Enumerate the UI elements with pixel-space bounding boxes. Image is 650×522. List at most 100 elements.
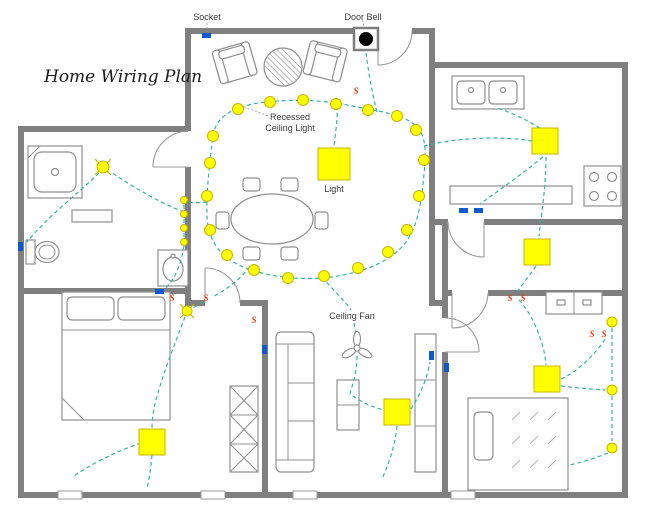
recessed-light-icon (418, 154, 430, 166)
switch-icon: S (353, 86, 358, 96)
sofa (275, 331, 315, 473)
socket-icon (18, 242, 23, 251)
recessed-light-icon (382, 246, 394, 258)
leader-line (361, 19, 366, 29)
socket-icon (429, 351, 434, 360)
page-title: Home Wiring Plan (43, 67, 202, 87)
recessed-light-icon (330, 98, 342, 110)
switch-icon: S (169, 293, 174, 303)
wire (333, 105, 338, 149)
label-recessed-ceiling-light-line2: Ceiling Light (265, 123, 315, 133)
wire (496, 107, 541, 129)
label-ceiling-fan: Ceiling Fan (329, 311, 375, 321)
door-arc (451, 292, 489, 329)
window (450, 490, 476, 500)
label-recessed-ceiling-light-line1: Recessed (270, 112, 310, 122)
recessed-light-icon (413, 190, 425, 202)
wire (146, 454, 153, 490)
recessed-light-icon (318, 270, 330, 282)
wire (211, 266, 251, 298)
light-icon (533, 365, 561, 393)
wire (560, 337, 607, 380)
recessed-light-icon (264, 96, 276, 108)
wire (479, 156, 544, 205)
door-arc (204, 267, 241, 304)
recessed-light-icon (180, 196, 188, 204)
wire (26, 172, 100, 243)
bed (61, 291, 171, 421)
wire (165, 245, 185, 289)
door-arc (152, 130, 189, 168)
wire (518, 299, 547, 366)
switch-icon: S (203, 293, 208, 303)
wire (423, 137, 533, 147)
door-bell-icon (352, 26, 380, 52)
rug (263, 47, 303, 87)
wire-ceiling-loop (206, 99, 426, 280)
socket-icon (444, 363, 449, 372)
wardrobe (229, 385, 259, 473)
recessed-light-icon (248, 264, 260, 276)
wire (151, 316, 186, 429)
label-leaders (206, 19, 366, 117)
recessed-light-icon (606, 384, 618, 396)
shelf (71, 209, 113, 223)
recessed-light-icon (204, 224, 216, 236)
wire (568, 452, 609, 466)
wire (365, 51, 378, 113)
socket-icon (262, 345, 267, 354)
wall-lamp-icon (94, 158, 112, 176)
wire (73, 442, 142, 477)
stove (583, 165, 622, 207)
wire (560, 385, 606, 391)
side-table (336, 379, 360, 431)
wire (516, 265, 537, 293)
recessed-light-icon (180, 238, 188, 246)
windows (57, 490, 476, 500)
socket-icon (155, 289, 164, 294)
recessed-light-icon (362, 104, 374, 116)
recessed-light-icon (232, 103, 244, 115)
label-door-bell: Door Bell (344, 12, 381, 22)
wall-lamp-icon (179, 303, 195, 319)
window (200, 490, 226, 500)
socket-icon (474, 208, 483, 213)
recessed-light-icon (391, 110, 403, 122)
light-icon (317, 147, 351, 181)
switch-icon: S (520, 293, 525, 303)
furniture (25, 40, 622, 491)
leader-line (243, 106, 269, 117)
recessed-light-icon (352, 262, 364, 274)
recessed-light-icon (606, 442, 618, 454)
dresser (545, 291, 603, 315)
wall (18, 28, 628, 498)
walls (18, 28, 628, 498)
light-icon (383, 398, 411, 426)
recessed-light-icon (204, 157, 216, 169)
armchair (302, 40, 348, 83)
armchair (211, 41, 258, 85)
recessed-light-icon (401, 224, 413, 236)
recessed-light-icon (180, 210, 188, 218)
recessed-light-icon (180, 224, 188, 232)
recessed-light-icon (207, 130, 219, 142)
label-socket: Socket (193, 12, 221, 22)
recessed-light-icon (201, 190, 213, 202)
recessed-light-icon (282, 272, 294, 284)
socket-icon (202, 33, 211, 38)
socket-icon (459, 208, 468, 213)
window (292, 490, 318, 500)
toilet (25, 239, 60, 265)
wire (189, 301, 204, 310)
recessed-light-icon (297, 94, 309, 106)
label-light: Light (324, 184, 344, 194)
recessed-light-icon (606, 316, 618, 328)
kitchen-counter (449, 185, 573, 205)
shower (27, 145, 83, 199)
devices: S S S S S S S S (18, 26, 618, 456)
switch-icon: S (589, 329, 594, 339)
switch-icon: S (507, 293, 512, 303)
kitchen-sink (451, 75, 525, 110)
switch-icon: S (601, 329, 606, 339)
